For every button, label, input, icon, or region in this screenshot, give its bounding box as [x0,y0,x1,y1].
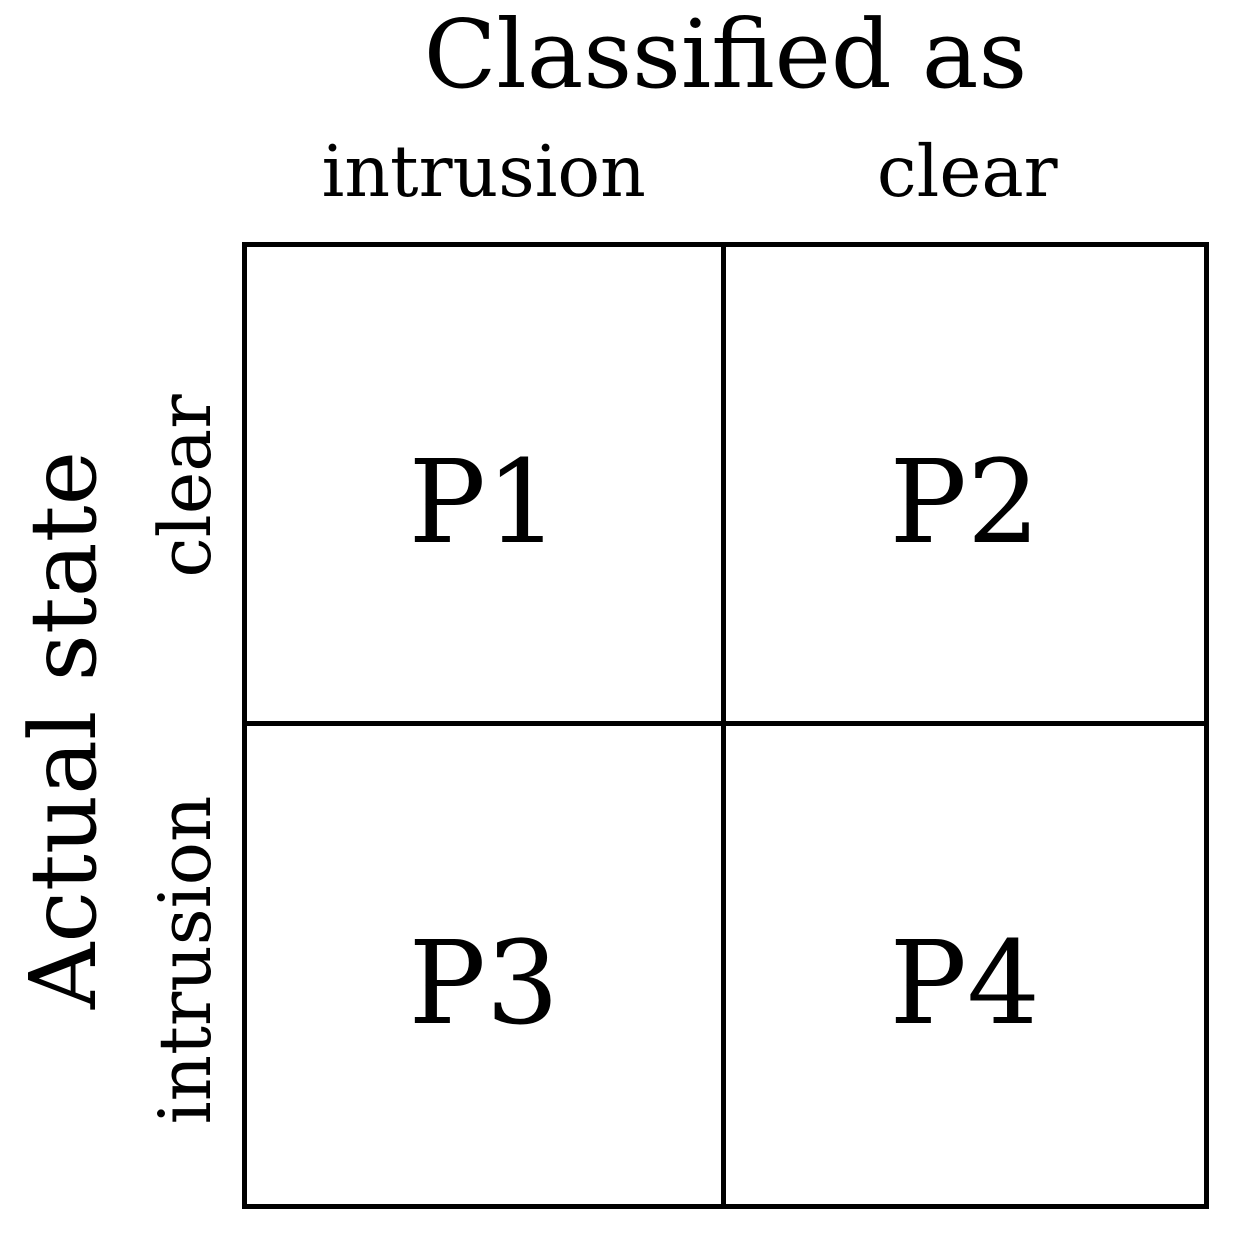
matrix-grid: P1 P2 P3 P4 [242,242,1209,1209]
column-label-clear: clear [876,130,1058,213]
cell-p4-label: P4 [889,917,1041,1052]
cell-p3-label: P3 [408,917,560,1052]
row-label-intrusion: intrusion [143,795,227,1125]
cell-p4: P4 [726,726,1205,1205]
row-label-clear: clear [143,394,227,578]
cell-p2-label: P2 [889,436,1041,571]
cell-p1: P1 [247,247,726,726]
column-label-intrusion: intrusion [321,130,646,213]
cell-p2: P2 [725,247,1204,726]
column-labels: intrusion clear [242,136,1209,207]
row-axis-title: Actual state [10,450,117,1010]
cell-p1-label: P1 [408,436,560,571]
figure-title: Classified as [423,0,1028,110]
cell-p3: P3 [247,725,726,1204]
